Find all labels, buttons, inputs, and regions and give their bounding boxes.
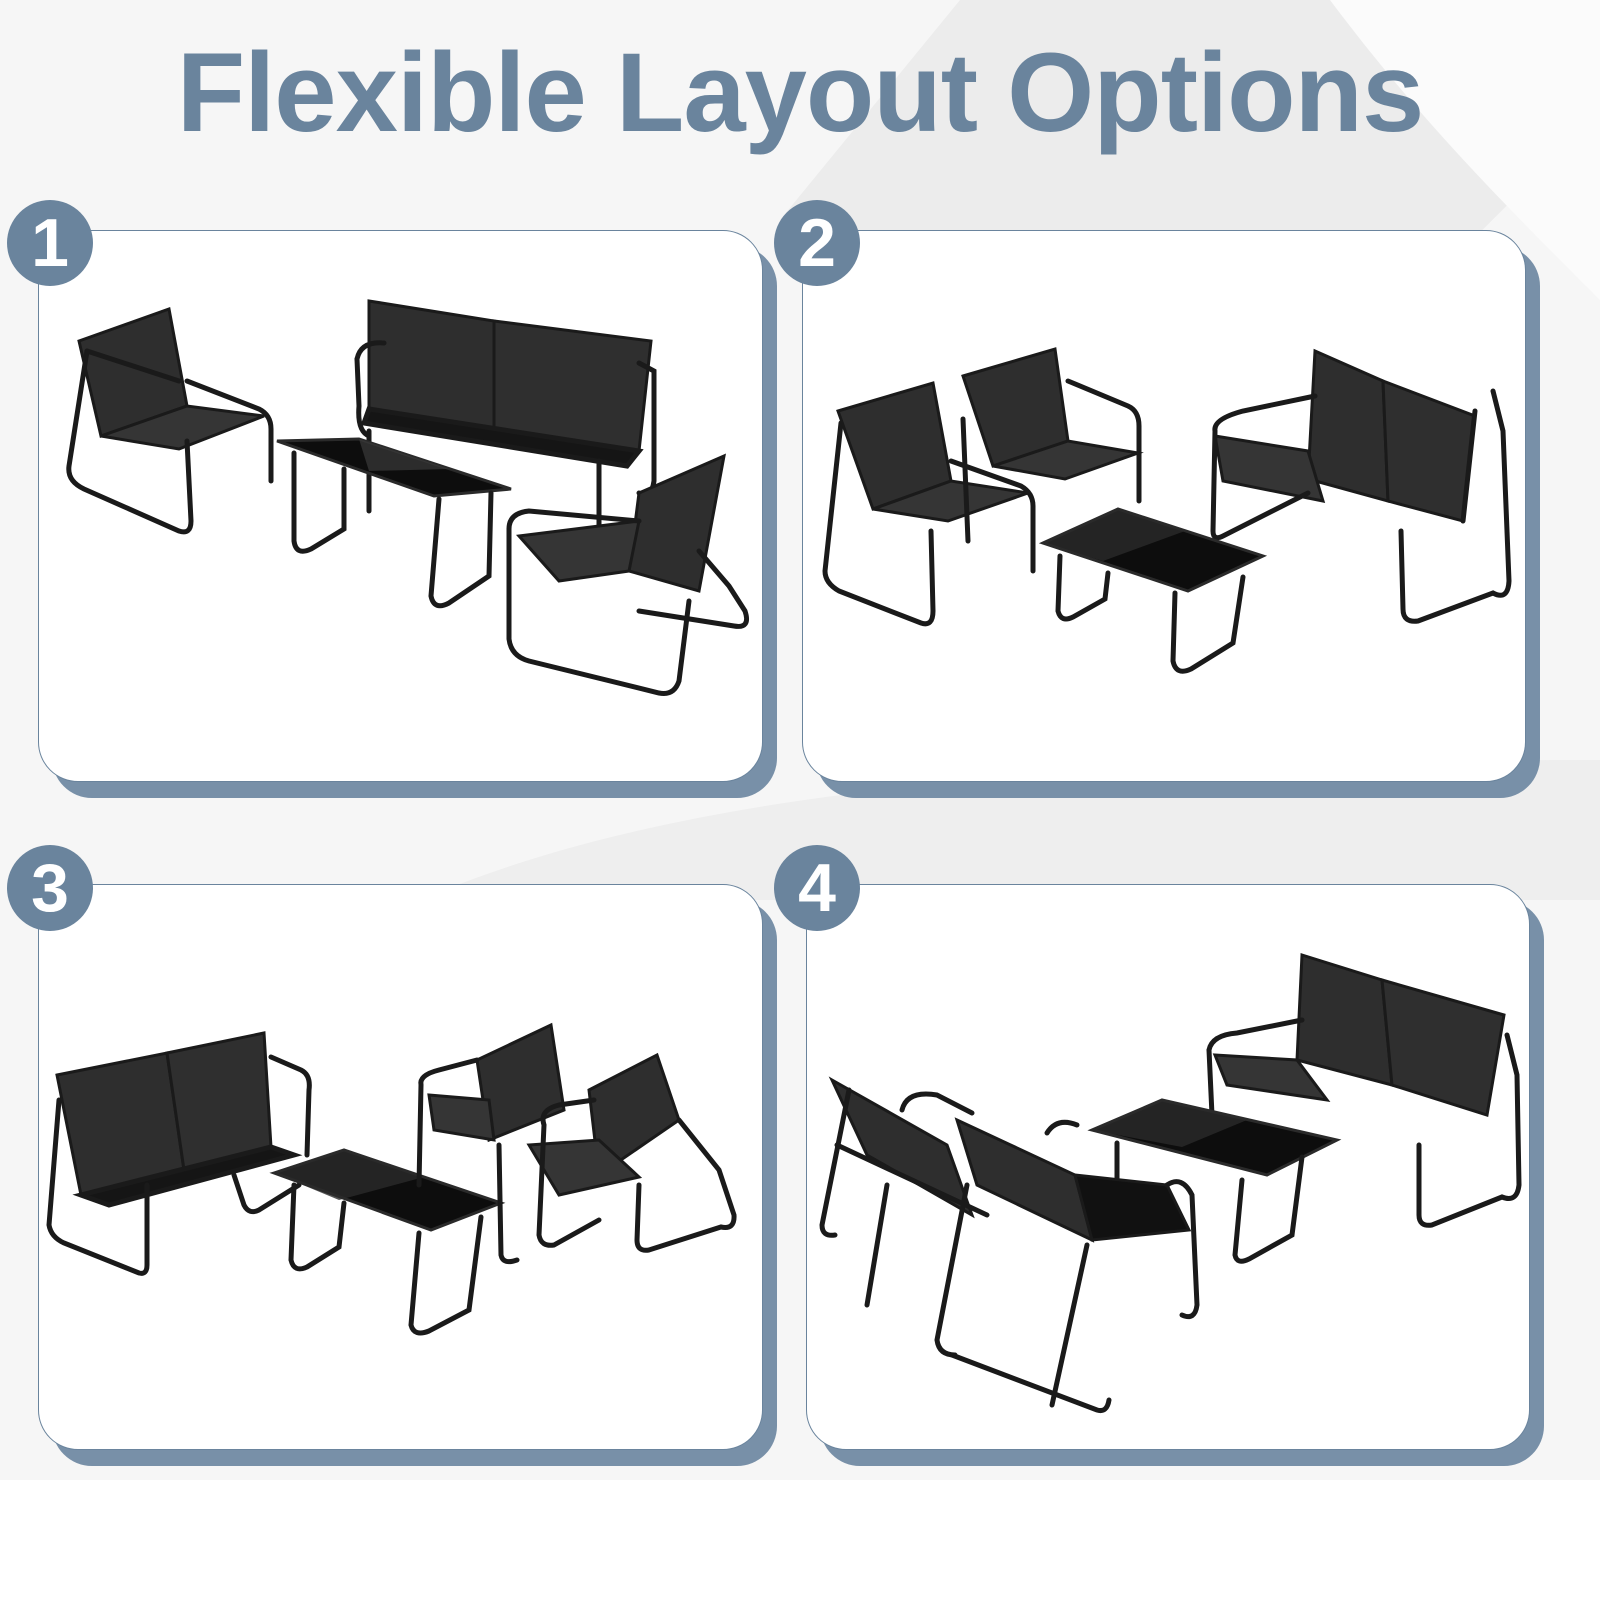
armchair-icon (416, 1022, 566, 1265)
loveseat-icon (1210, 348, 1512, 624)
furniture-scene-4 (819, 952, 1522, 1413)
armchair-icon (819, 1076, 990, 1308)
page-title: Flexible Layout Options (176, 30, 1424, 155)
furniture-scene-2 (822, 347, 1512, 674)
armchair-icon (822, 381, 1036, 627)
layout-panel-2 (802, 230, 1540, 798)
armchair-icon (506, 453, 750, 696)
armchair-icon (960, 347, 1144, 544)
coffee-table-icon (269, 1148, 506, 1336)
armchair-icon (66, 306, 274, 535)
layout-number-badge: 1 (7, 200, 93, 286)
layout-number-badge: 4 (774, 845, 860, 931)
panel-card (802, 230, 1526, 782)
layout-number-badge: 3 (7, 845, 93, 931)
coffee-table-icon (276, 437, 512, 609)
layout-number-badge: 2 (774, 200, 860, 286)
loveseat-icon (46, 1031, 312, 1276)
coffee-table-icon (1038, 507, 1268, 674)
panel-card (806, 884, 1530, 1450)
layout-panel-1 (38, 230, 777, 798)
armchair-icon (526, 1052, 737, 1253)
armchair-icon (934, 1117, 1200, 1413)
layout-panel-4 (806, 884, 1544, 1466)
furniture-scene-1 (66, 299, 750, 696)
panel-card (38, 230, 763, 782)
panel-card (38, 884, 763, 1450)
loveseat-icon (1206, 952, 1522, 1228)
loveseat-icon (354, 299, 657, 534)
furniture-scene-3 (46, 1022, 737, 1336)
layout-panel-3 (38, 884, 777, 1466)
